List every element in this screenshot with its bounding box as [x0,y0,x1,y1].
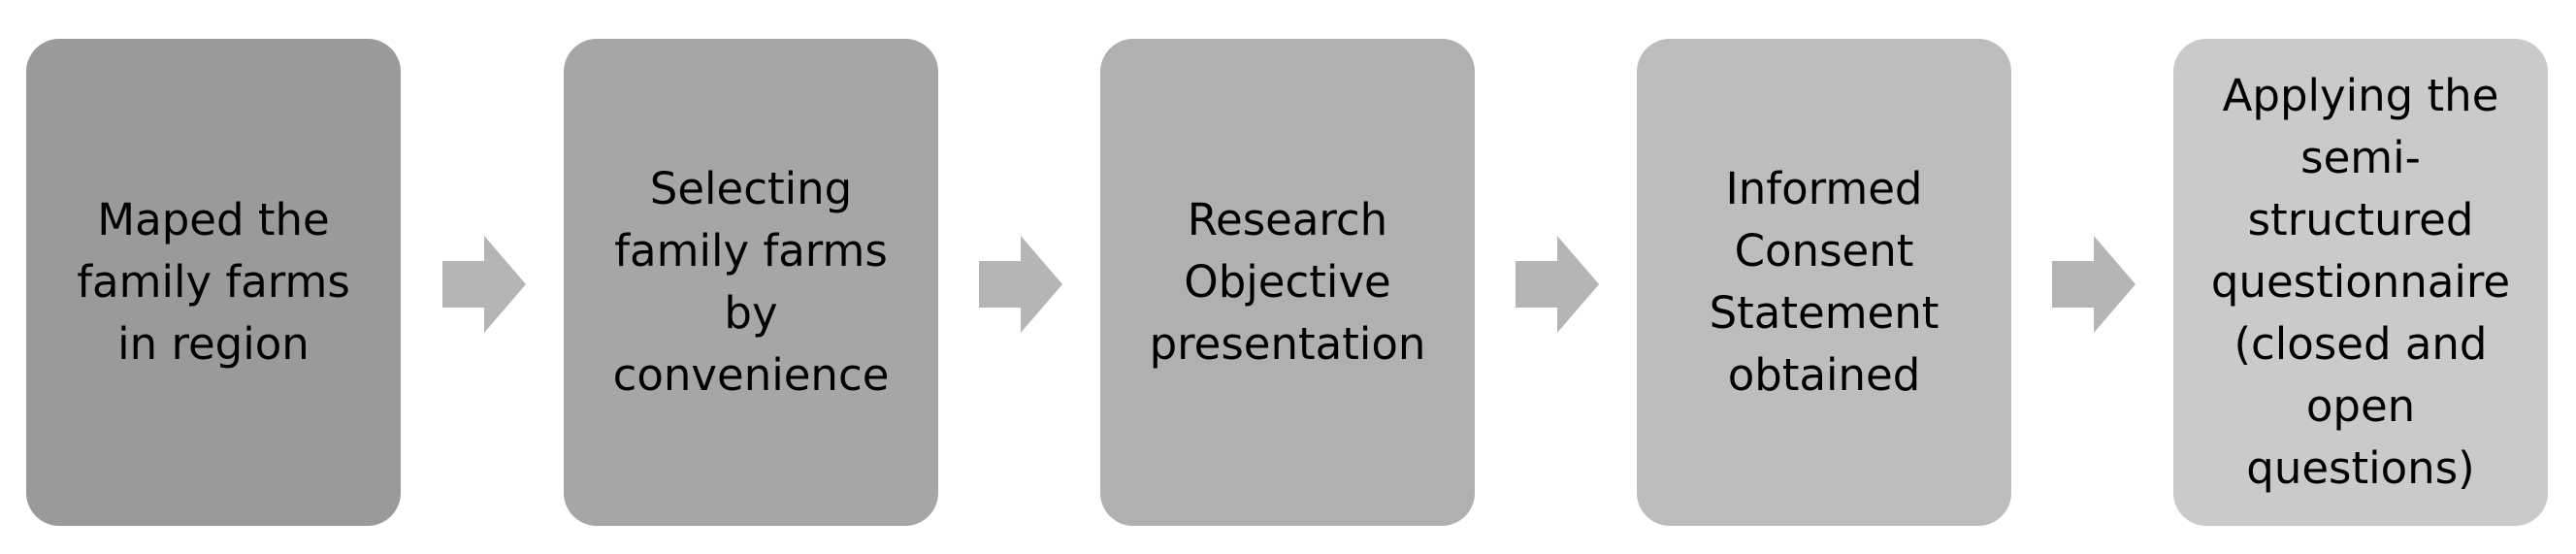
right-arrow-icon [442,236,526,333]
step-4-label: Informed Consent Statement obtained [1709,163,1940,401]
step-1-label: Maped the family farms in region [77,194,350,370]
step-4-box: Informed Consent Statement obtained [1637,39,2011,526]
step-2-label: Selecting family farms by convenience [612,163,890,401]
step-2-box: Selecting family farms by convenience [564,39,938,526]
step-1-box: Maped the family farms in region [26,39,401,526]
step-3-label: Research Objective presentation [1149,194,1426,370]
right-arrow-icon [979,236,1062,333]
step-3-box: Research Objective presentation [1100,39,1475,526]
step-5-box: Applying the semi- structured questionna… [2173,39,2548,526]
step-5-label: Applying the semi- structured questionna… [2210,70,2511,494]
right-arrow-icon [2052,236,2136,333]
right-arrow-icon [1516,236,1599,333]
